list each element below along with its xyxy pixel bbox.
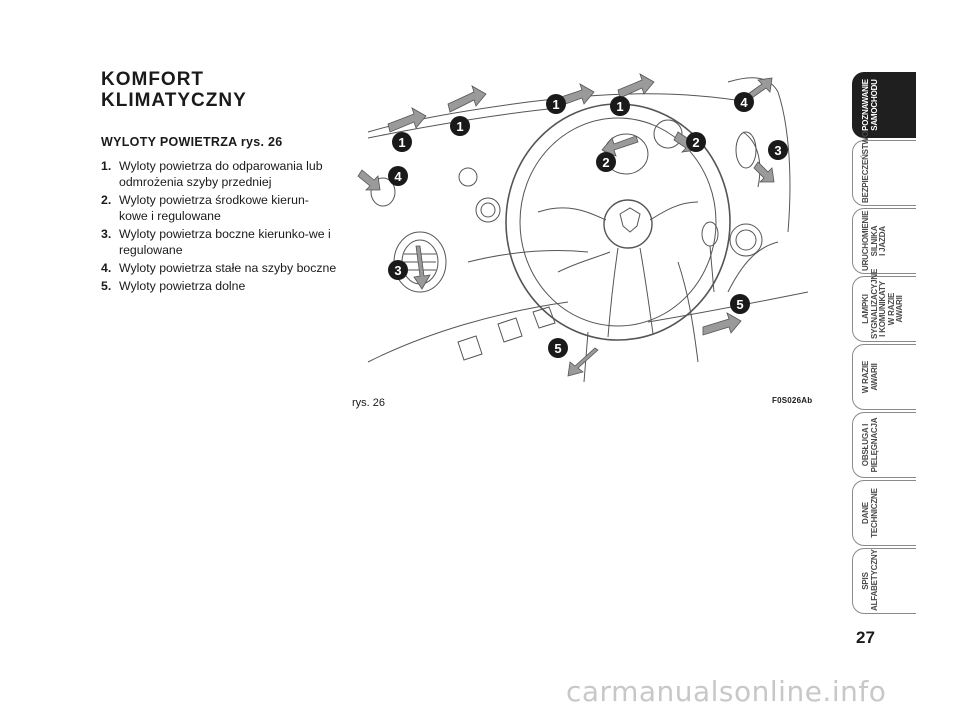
tab-label: OBSŁUGA I PIELĘGNACJA	[861, 417, 879, 473]
tab-label: BEZPIECZEŃSTWO	[861, 131, 870, 203]
callout-1a: 1	[392, 132, 412, 152]
tab-dane-techniczne[interactable]: DANE TECHNICZNE	[838, 480, 920, 550]
list-item: 1. Wyloty powietrza do odparowania lub od…	[101, 158, 337, 190]
tab-poznawanie-samochodu[interactable]: POZNAWANIE SAMOCHODU	[838, 72, 920, 142]
tab-obsluga-i-pielegnacja[interactable]: OBSŁUGA I PIELĘGNACJA	[838, 412, 920, 482]
list-item-number: 1.	[101, 159, 112, 173]
tab-background	[852, 140, 916, 206]
page-number: 27	[856, 628, 875, 647]
callout-3a: 3	[388, 260, 408, 280]
figure-caption: rys. 26	[352, 397, 386, 409]
svg-text:1: 1	[552, 97, 559, 112]
tab-background	[852, 72, 916, 138]
callout-2b: 2	[686, 132, 706, 152]
svg-text:1: 1	[456, 119, 463, 134]
svg-text:2: 2	[602, 155, 609, 170]
list-item: 4. Wyloty powietrza stałe na szyby boczne	[101, 260, 337, 276]
tab-background	[852, 344, 916, 410]
callout-5b: 5	[548, 338, 568, 358]
list-item: 2. Wyloty powietrza środkowe kierun-kowe …	[101, 192, 337, 224]
svg-text:3: 3	[394, 263, 401, 278]
list-item-number: 4.	[101, 261, 112, 275]
svg-text:4: 4	[740, 95, 748, 110]
figure-code: F0S026Ab	[772, 396, 813, 405]
tab-label: W RAZIE AWARII	[861, 360, 879, 394]
callout-1d: 1	[610, 96, 630, 116]
tab-label: URUCHOMIENIE SILNIKA I JAZDA	[861, 210, 887, 271]
svg-text:5: 5	[554, 341, 561, 356]
svg-text:3: 3	[774, 143, 781, 158]
section-heading: WYLOTY POWIETRZA rys. 26	[101, 135, 283, 149]
page-title-line2: KLIMATYCZNY	[101, 90, 247, 111]
dashboard-illustration: 1 1 1 1 2 2 3	[348, 62, 820, 392]
watermark: carmanualsonline.info	[566, 675, 887, 708]
page-title-line1: KOMFORT	[101, 69, 205, 90]
tab-label: POZNAWANIE SAMOCHODU	[861, 79, 879, 131]
list-item-text: Wyloty powietrza boczne kierunko-we i re…	[119, 227, 331, 257]
tab-bezpieczenstwo[interactable]: BEZPIECZEŃSTWO	[838, 131, 920, 210]
callout-1b: 1	[450, 116, 470, 136]
page-title: KOMFORT KLIMATYCZNY	[101, 69, 247, 111]
callout-3b: 3	[768, 140, 788, 160]
tab-background	[852, 412, 916, 478]
tab-spis-alfabetyczny[interactable]: SPIS ALFABETYCZNY	[838, 548, 920, 618]
list-item-number: 3.	[101, 227, 112, 241]
callout-4b: 4	[734, 92, 754, 112]
tab-label: DANE TECHNICZNE	[861, 488, 879, 538]
tab-label: SPIS ALFABETYCZNY	[861, 549, 879, 611]
list-item-text: Wyloty powietrza do odparowania lub odmr…	[119, 159, 323, 189]
callout-1c: 1	[546, 94, 566, 114]
list-item: 3. Wyloty powietrza boczne kierunko-we i …	[101, 226, 337, 258]
list-item-number: 2.	[101, 193, 112, 207]
tab-background	[852, 548, 916, 614]
list-item-text: Wyloty powietrza dolne	[119, 279, 246, 293]
svg-text:5: 5	[736, 297, 743, 312]
callout-2a: 2	[596, 152, 616, 172]
svg-text:2: 2	[692, 135, 699, 150]
dashboard-drawing: 1 1 1 1 2 2 3	[357, 73, 809, 383]
svg-text:1: 1	[616, 99, 623, 114]
tab-label: LAMPKI SYGNALIZACYJNE I KOMUNIKATY W RAZ…	[861, 268, 904, 339]
svg-text:1: 1	[398, 135, 405, 150]
tab-uruchomienie-silnika[interactable]: URUCHOMIENIE SILNIKA I JAZDA	[838, 208, 920, 278]
vent-list: 1. Wyloty powietrza do odparowania lub od…	[101, 158, 337, 296]
svg-text:4: 4	[394, 169, 402, 184]
list-item-text: Wyloty powietrza środkowe kierun-kowe i …	[119, 193, 309, 223]
tab-background	[852, 276, 916, 342]
list-item-number: 5.	[101, 279, 112, 293]
tab-w-razie-awarii[interactable]: W RAZIE AWARII	[838, 344, 920, 414]
list-item-text: Wyloty powietrza stałe na szyby boczne	[119, 261, 337, 275]
list-item: 5. Wyloty powietrza dolne	[101, 278, 337, 294]
callout-5a: 5	[730, 294, 750, 314]
callout-4a: 4	[388, 166, 408, 186]
tab-background	[852, 480, 916, 546]
tab-lampki-sygnalizacyjne[interactable]: LAMPKI SYGNALIZACYJNE I KOMUNIKATY W RAZ…	[838, 268, 920, 346]
tab-background	[852, 208, 916, 274]
